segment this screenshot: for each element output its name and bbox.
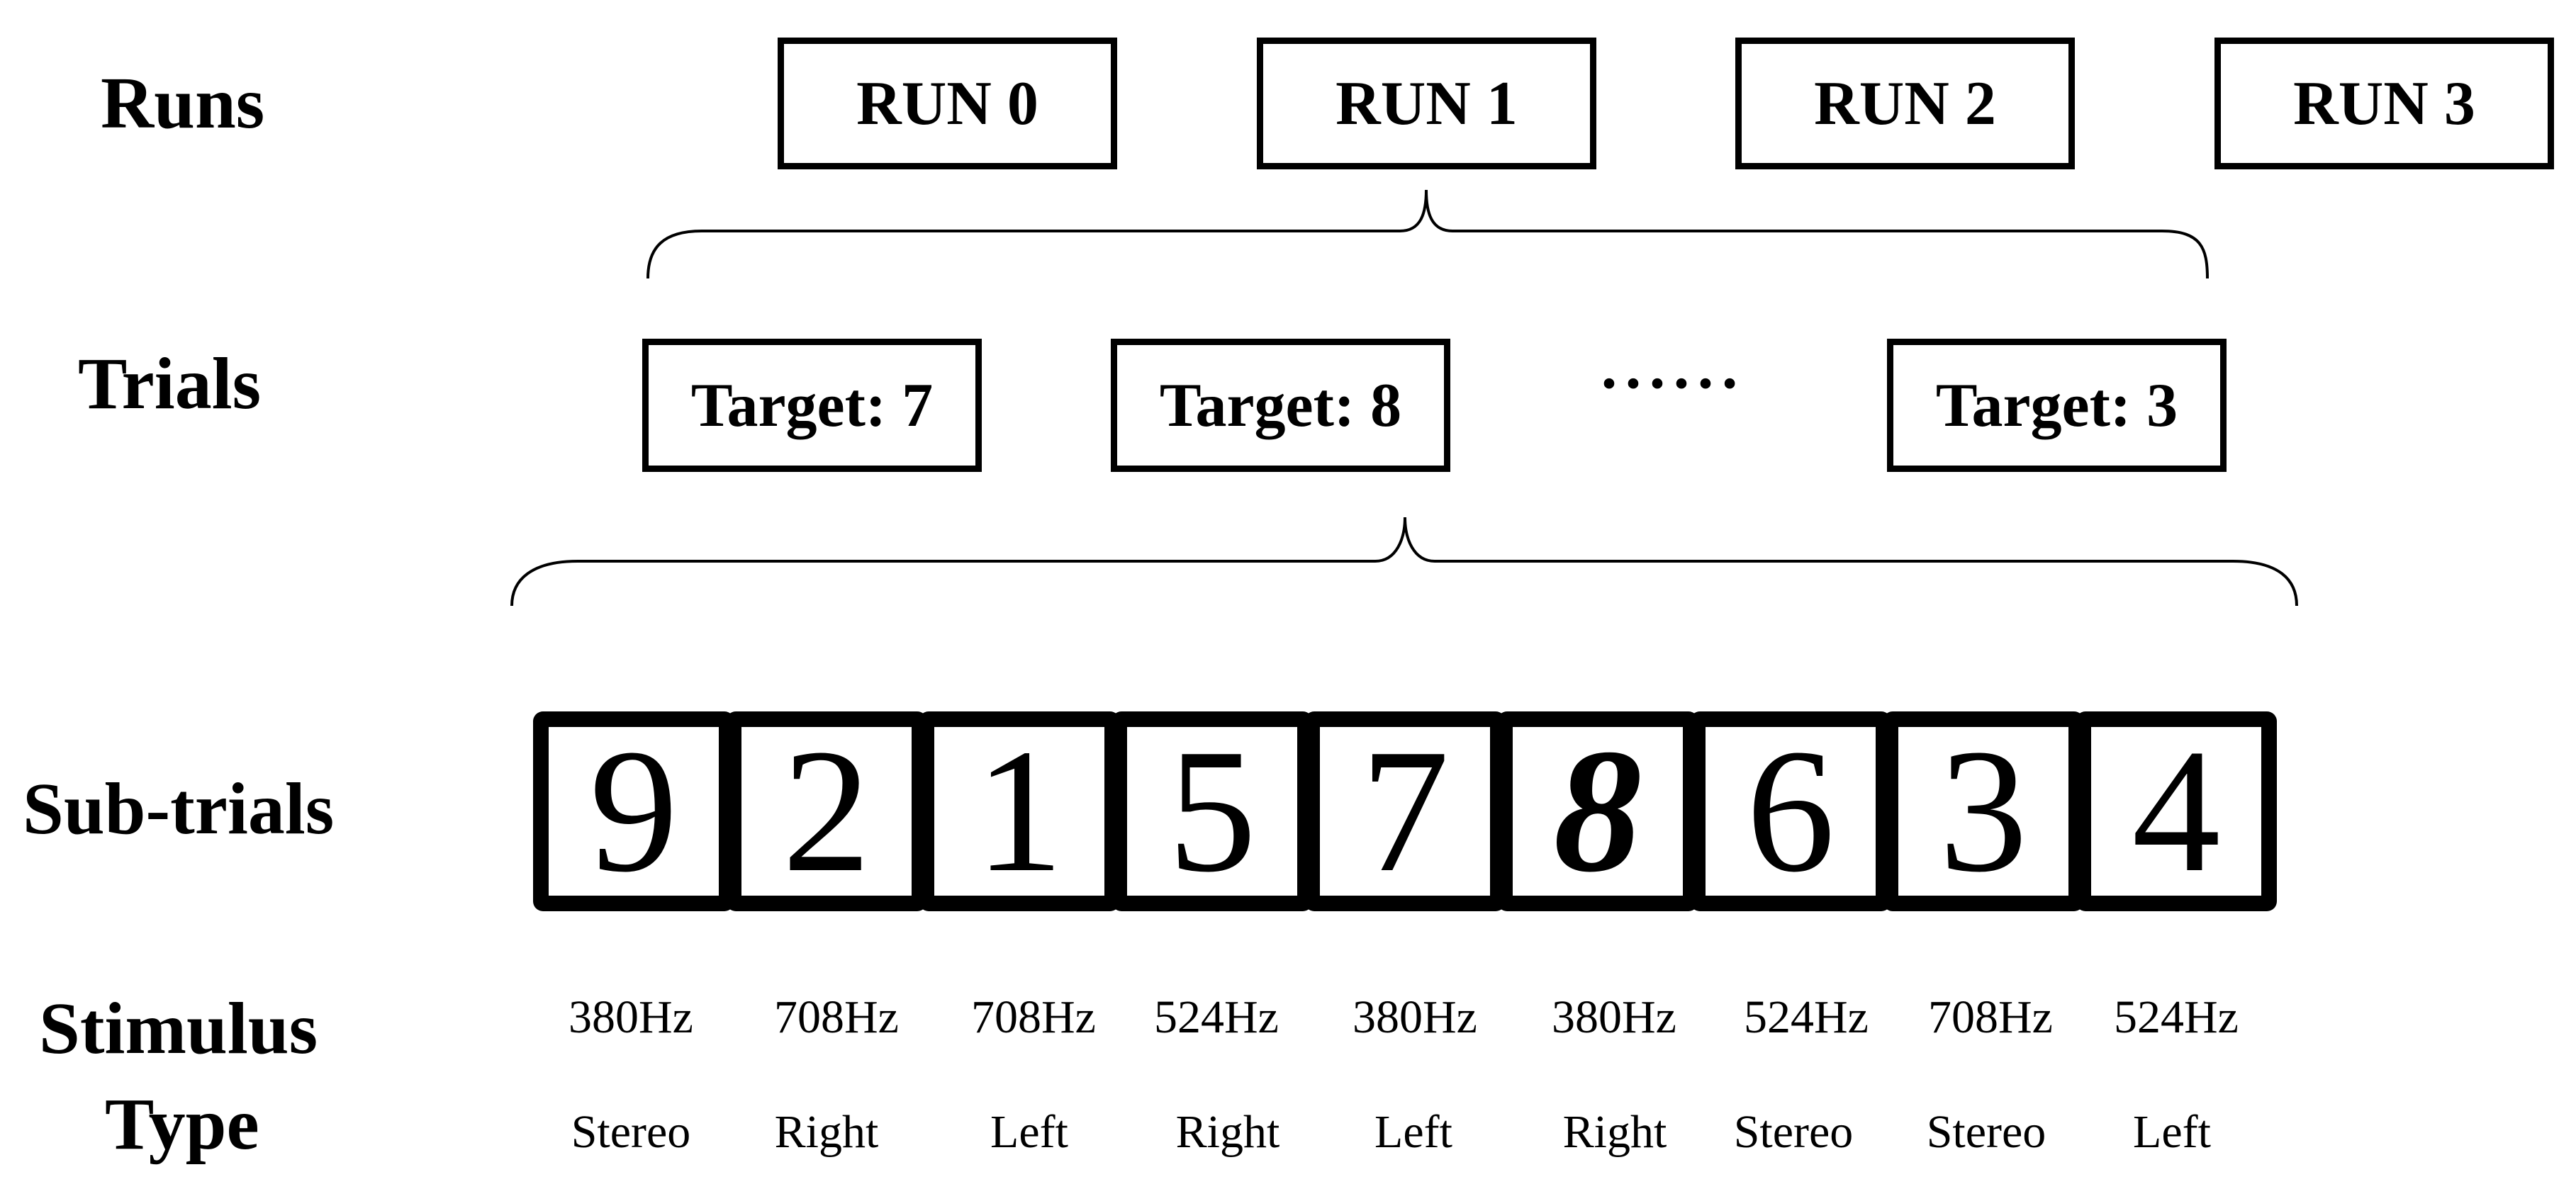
run-brace [646,189,2209,279]
stimulus-channel: Right [774,1106,879,1158]
trials-label: Trials [78,343,262,424]
stimulus-channel: Stereo [1733,1106,1854,1158]
stimulus-channel: Stereo [1926,1106,2046,1158]
subtrial-digit: 2 [782,713,871,909]
subtrial-box-4: 5 [1111,711,1313,911]
runs-label: Runs [101,62,265,144]
subtrial-digit: 4 [2132,713,2221,909]
stimulus-frequency: 380Hz [569,991,693,1043]
subtrial-box-3: 1 [919,711,1120,911]
subtrial-box-5: 7 [1304,711,1506,911]
run-label: RUN 2 [1814,69,1996,138]
subtrial-digit-target: 8 [1553,713,1642,909]
subtrial-digit: 7 [1360,713,1450,909]
run-box-0: RUN 0 [778,38,1117,169]
trials-ellipsis: ······ [1598,349,1744,419]
trial-brace [510,517,2298,607]
stimulus-type-label-line1: Stimulus [39,988,318,1069]
stimulus-frequency: 380Hz [1353,991,1477,1043]
subtrial-digit: 5 [1167,713,1257,909]
trial-label: Target: 8 [1159,371,1402,440]
stimulus-type-label-line2: Type [105,1083,259,1165]
stimulus-channel: Stereo [571,1106,691,1158]
subtrial-box-1: 9 [533,711,734,911]
stimulus-frequency: 524Hz [1744,991,1869,1043]
run-box-3: RUN 3 [2214,38,2554,169]
stimulus-channel: Right [1175,1106,1280,1158]
subtrial-box-8: 3 [1883,711,2084,911]
subtrial-box-2: 2 [726,711,927,911]
stimulus-frequency: 708Hz [971,991,1096,1043]
subtrial-digit: 3 [1939,713,2028,909]
subtrial-box-7: 6 [1690,711,1891,911]
stimulus-frequency: 708Hz [1928,991,2053,1043]
trial-box-target-8: Target: 8 [1111,339,1450,472]
run-box-2: RUN 2 [1735,38,2075,169]
stimulus-frequency: 524Hz [2114,991,2239,1043]
run-box-1: RUN 1 [1257,38,1596,169]
trial-label: Target: 3 [1935,371,2178,440]
stimulus-frequency: 708Hz [774,991,899,1043]
subtrial-box-6-target: 8 [1497,711,1698,911]
trial-label: Target: 7 [690,371,934,440]
subtrial-digit: 6 [1746,713,1835,909]
subtrials-label: Sub-trials [23,768,335,850]
run-label: RUN 3 [2293,69,2475,138]
trial-box-target-7: Target: 7 [642,339,982,472]
stimulus-channel: Left [2133,1106,2211,1158]
subtrial-digit: 9 [589,713,678,909]
trial-box-target-3: Target: 3 [1887,339,2227,472]
stimulus-channel: Right [1562,1106,1667,1158]
stimulus-frequency: 524Hz [1154,991,1279,1043]
run-label: RUN 0 [856,69,1038,138]
stimulus-channel: Left [1374,1106,1452,1158]
subtrial-box-9: 4 [2076,711,2277,911]
subtrial-digit: 1 [975,713,1064,909]
stimulus-channel: Left [990,1106,1068,1158]
run-label: RUN 1 [1335,69,1518,138]
stimulus-frequency: 380Hz [1552,991,1676,1043]
